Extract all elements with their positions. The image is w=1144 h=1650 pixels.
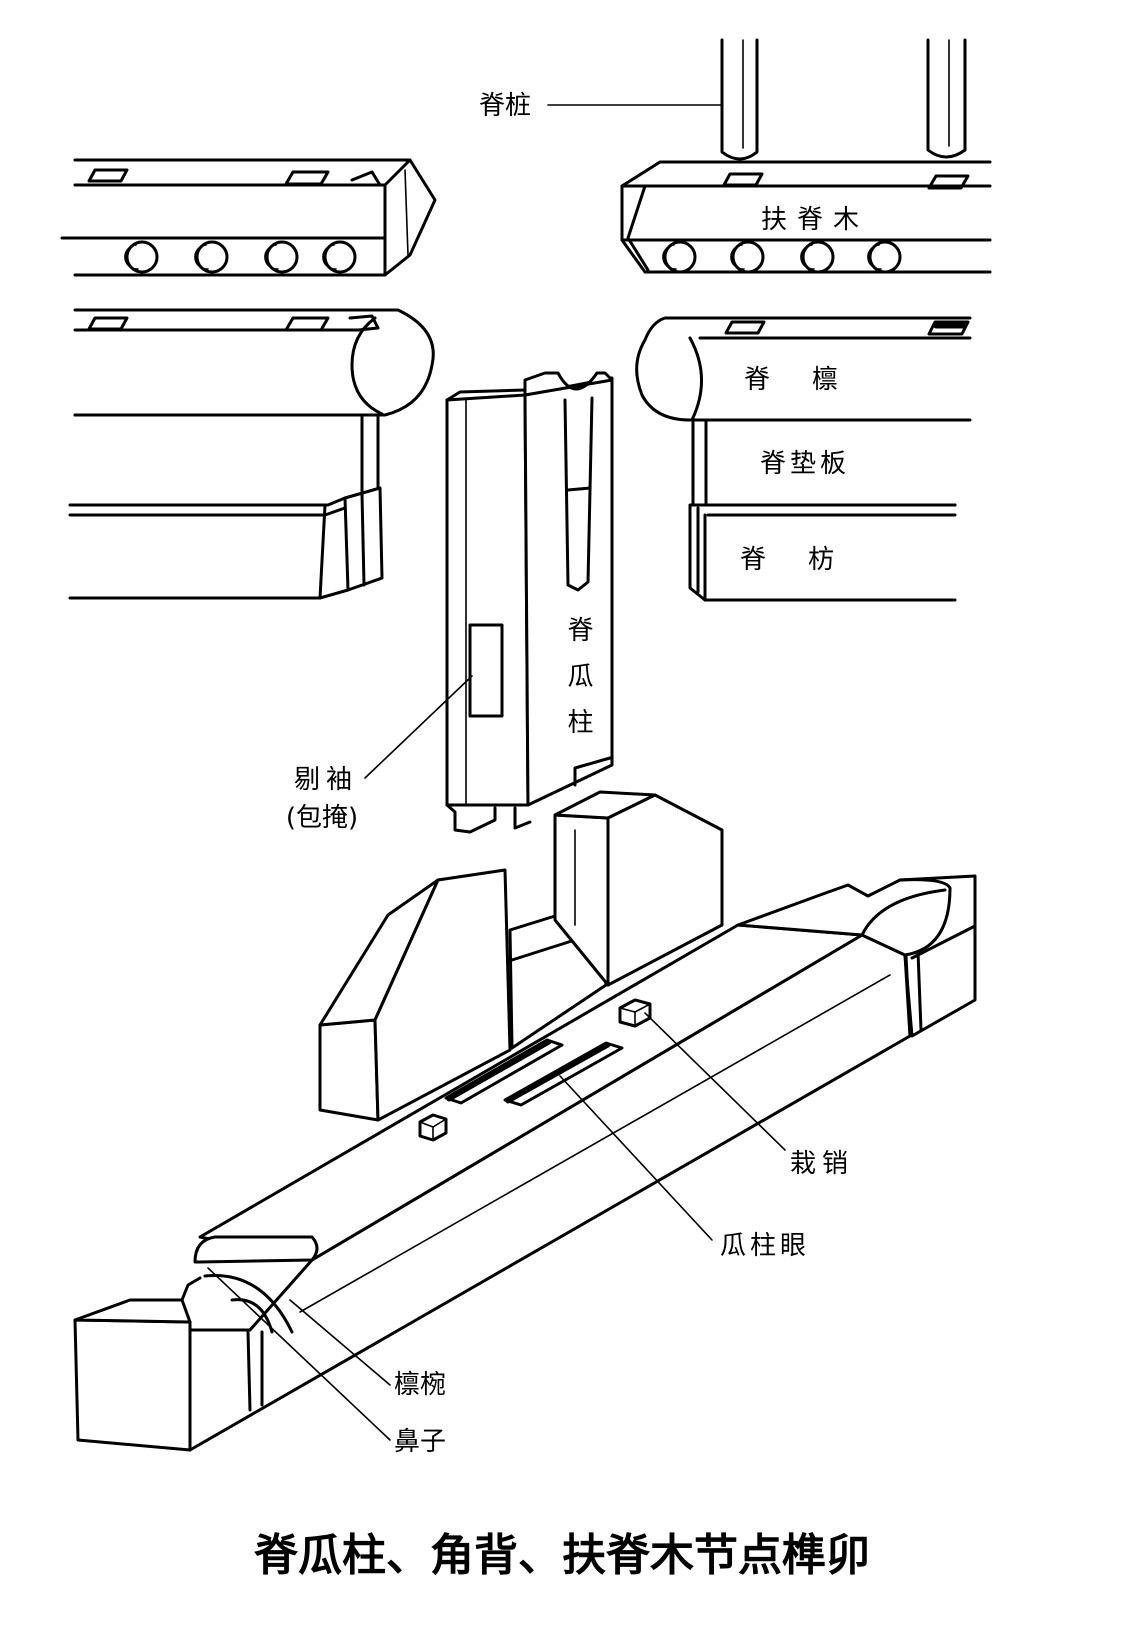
post-mortise-slot-2-shadow — [505, 1042, 611, 1104]
ridge-purlin-left-mortise-2 — [284, 316, 330, 332]
ridge-tie-beam-right-steps — [696, 506, 707, 602]
ridge-stake-left-body — [720, 38, 759, 161]
ridge-support-right-hole-depth — [662, 244, 882, 270]
ridge-support-left-end-inner — [404, 169, 409, 256]
ridge-support-right — [620, 160, 992, 274]
ridge-tie-beam-left-steps — [318, 492, 366, 600]
label-ridge-stake: 脊桩 — [479, 91, 531, 121]
ridge-support-right-hole — [731, 240, 765, 274]
post-mortise-slot-1-shadow — [446, 1039, 552, 1102]
label-shoulder-cut-alt: (包掩) — [286, 803, 358, 833]
post-mortise-slot-1 — [444, 1038, 564, 1105]
ridge-purlin-left-notch — [348, 314, 380, 332]
label-nose: 鼻子 — [394, 1427, 446, 1457]
beam-left-nose-cap — [193, 1235, 319, 1264]
ridge-support-left-notch — [350, 170, 382, 187]
leader-post-mortise — [559, 1075, 713, 1241]
ridge-support-left-hole-depth — [124, 244, 337, 270]
leader-lines — [207, 104, 786, 1441]
ridge-support-right-body — [620, 160, 992, 274]
post-mortise-slot-2 — [503, 1041, 624, 1107]
angle-brace — [318, 790, 724, 1122]
label-ridge-purlin: 脊檩 — [744, 365, 880, 395]
angle-brace-right-front — [606, 793, 724, 987]
beam-left-end-top — [73, 1298, 192, 1324]
leader-shoulder-cut — [364, 675, 473, 779]
ridge-purlin-left-mortise-1 — [87, 316, 129, 331]
ridge-support-right-mortise-1 — [722, 172, 764, 187]
ridge-tie-beam-right-body — [688, 503, 957, 602]
ridge-purlin-left — [73, 308, 435, 417]
figure-caption: 脊瓜柱、角背、扶脊木节点榫卯 — [254, 1530, 870, 1581]
dowel-cube-1-edges — [419, 1118, 447, 1141]
label-post-mortise: 瓜柱眼 — [720, 1231, 810, 1261]
beam-right-end-face-edge — [910, 924, 977, 960]
beam-right-end — [736, 874, 977, 1038]
label-ridge-pad-board: 脊垫板 — [760, 449, 850, 479]
ridge-stake-right-body — [926, 38, 967, 159]
dowel-cube-2-edges — [619, 1003, 651, 1027]
ridge-king-post-front-face — [445, 393, 530, 807]
ridge-purlin-right-body — [635, 316, 972, 422]
ridge-support-left-end-edge — [383, 158, 412, 277]
ridge-king-post-feet — [445, 756, 612, 834]
ridge-support-right-end-chamfer — [626, 184, 650, 272]
leader-dowel — [644, 1012, 786, 1151]
ridge-tie-beam-left — [68, 486, 384, 600]
beam-groove-line — [299, 974, 891, 1313]
ridge-stake-left — [720, 38, 759, 161]
ridge-support-right-mortise-2 — [927, 174, 970, 190]
label-ridge-support: 扶脊木 — [761, 205, 869, 235]
ridge-purlin-right — [635, 316, 972, 422]
label-dowel: 栽销 — [790, 1149, 854, 1179]
ridge-pad-board-left-body — [73, 413, 380, 507]
leader-nose — [207, 1267, 391, 1441]
beam-left-nose-step — [180, 1276, 202, 1302]
label-ridge-king-post: 脊瓜柱 — [563, 616, 593, 754]
shoulder-cut-rect — [468, 623, 504, 718]
ridge-purlin-right-mortise-1 — [724, 320, 766, 335]
beam-right-purlin-seat — [860, 878, 952, 957]
label-ridge-tie-beam: 脊枋 — [740, 545, 876, 575]
ridge-support-left-mortise-2 — [284, 170, 330, 186]
angle-brace-left-side — [318, 1018, 380, 1122]
beam-right-groove — [904, 950, 923, 1036]
ridge-king-post-top — [523, 371, 614, 397]
ridge-support-left-hole — [125, 240, 159, 274]
ridge-stake-right — [926, 38, 967, 159]
ridge-king-post — [445, 371, 614, 834]
ridge-support-left-mortise-1 — [87, 168, 129, 183]
label-purlin-seat: 檩椀 — [394, 1370, 446, 1400]
ridge-pad-board-left — [73, 413, 380, 507]
angle-brace-left-front — [373, 868, 512, 1122]
ridge-support-right-hole — [801, 240, 835, 274]
ridge-support-left — [60, 158, 437, 277]
ridge-king-post-top-left — [445, 388, 527, 402]
beam-left-end-front — [73, 1318, 192, 1452]
leader-purlin-seat — [289, 1299, 391, 1386]
label-shoulder-cut: 剔袖 — [294, 765, 358, 795]
ridge-king-post-slot — [563, 396, 594, 592]
ridge-purlin-right-mortise-2 — [927, 320, 970, 336]
ridge-support-left-body — [73, 158, 437, 277]
ridge-tie-beam-left-body — [68, 486, 384, 600]
beam-left-groove — [246, 1330, 264, 1412]
labels: 脊桩 扶脊木 脊檩 脊垫板 脊枋 脊瓜柱 剔袖 (包掩) 栽销 瓜柱眼 檩椀 鼻… — [286, 91, 880, 1457]
ridge-support-right-hole — [663, 240, 697, 274]
ridge-support-left-hole — [195, 240, 229, 274]
ridge-tie-beam-right — [688, 503, 957, 602]
ridge-support-left-hole — [265, 240, 299, 274]
ridge-support-right-hole — [868, 240, 902, 274]
ridge-purlin-left-body — [73, 308, 435, 417]
ridge-support-left-hole — [323, 240, 357, 274]
ridge-purlin-right-end-face — [688, 336, 703, 422]
beam — [73, 874, 977, 1452]
